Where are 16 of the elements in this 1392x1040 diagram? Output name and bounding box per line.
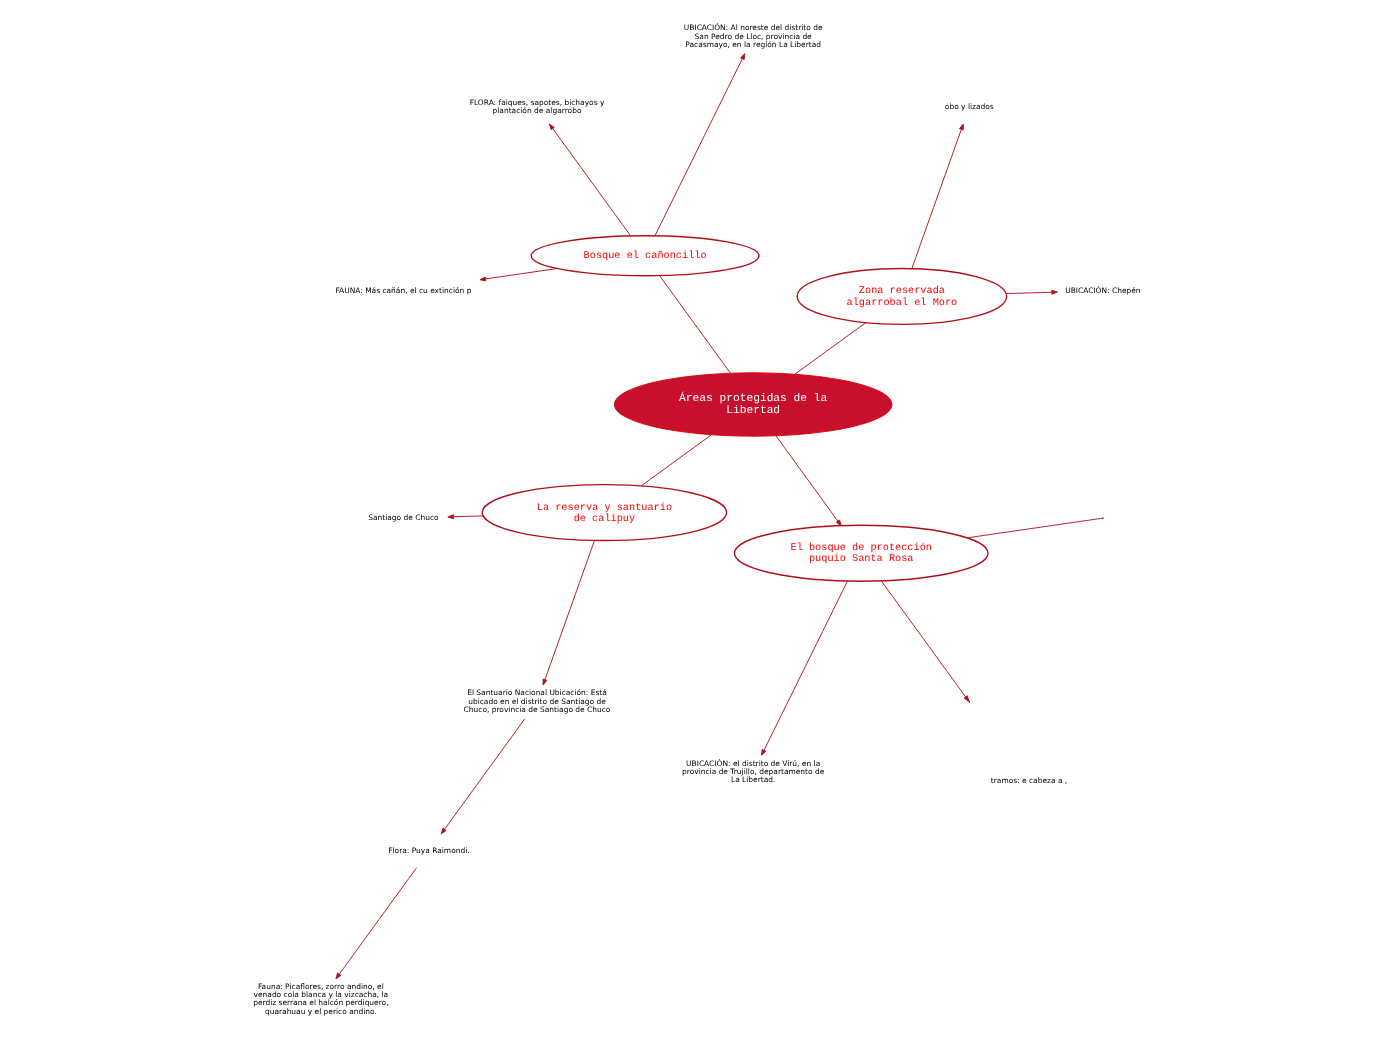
arrow [542,540,595,686]
arrow [440,718,526,835]
arrow [654,53,746,237]
arrow [548,123,632,237]
connector [659,275,731,374]
arrow [911,123,964,269]
arrow [880,580,970,702]
arrow [1005,289,1058,295]
arrow [479,268,558,282]
connector [640,434,712,487]
arrow [335,867,418,980]
arrow [447,514,484,520]
connector [794,322,867,375]
arrow [761,580,849,756]
arrow [775,435,842,527]
connector [966,517,1103,539]
